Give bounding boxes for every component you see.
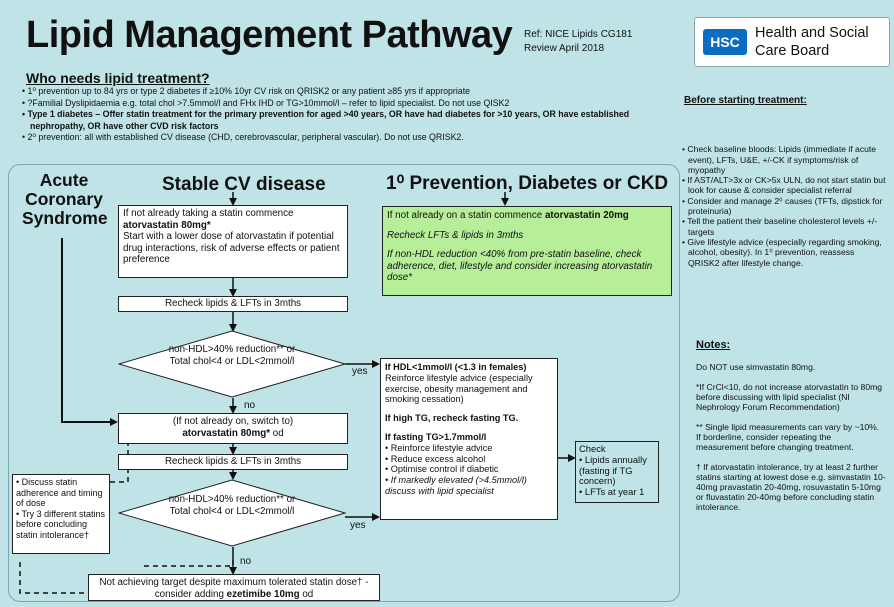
fasting-tg-item: • Reduce excess alcohol bbox=[385, 453, 486, 464]
adherence-item: • Try 3 different statins before conclud… bbox=[16, 508, 106, 540]
who-item: • Type 1 diabetes – Offer statin treatme… bbox=[22, 109, 630, 131]
before-treatment-panel: Before starting treatment: • Check basel… bbox=[682, 95, 888, 268]
ref-line-1: Ref: NICE Lipids CG181 bbox=[524, 29, 633, 40]
statin-start-note: Start with a lower dose of atorvastatin … bbox=[123, 231, 340, 266]
notes-heading: Notes: bbox=[696, 339, 731, 351]
acs-heading: Acute Coronary Syndrome bbox=[22, 170, 108, 228]
check-item: • Lipids annually (fasting if TG concern… bbox=[579, 453, 647, 487]
hsc-logo-badge: HSC bbox=[703, 29, 747, 55]
fasting-tg-item: • If markedly elevated (>4.5mmol/l) disc… bbox=[385, 475, 527, 496]
fasting-tg-heading: If fasting TG>1.7mmol/l bbox=[385, 431, 487, 442]
green-text-1: If not already on a statin commence bbox=[387, 210, 543, 221]
tg-heading: If high TG, recheck fasting TG. bbox=[385, 413, 519, 424]
reference: Ref: NICE Lipids CG181 Review April 2018 bbox=[524, 28, 632, 56]
ezetimibe-text: Not achieving target despite maximum tol… bbox=[99, 577, 369, 600]
prevention-heading: 1⁰ Prevention, Diabetes or CKD bbox=[386, 173, 669, 194]
decision-diamond-2 bbox=[118, 479, 346, 547]
logo-line-2: Care Board bbox=[755, 43, 830, 59]
green-text-3: If non-HDL reduction <40% from pre-stati… bbox=[387, 249, 653, 284]
before-item: • Check baseline bloods: Lipids (immedia… bbox=[682, 144, 877, 175]
statin-start-box: If not already taking a statin commence … bbox=[118, 205, 348, 278]
before-item: • Give lifestyle advice (especially rega… bbox=[682, 236, 882, 268]
check-item: • LFTs at year 1 bbox=[579, 486, 645, 498]
check-heading: Check bbox=[579, 443, 606, 454]
before-item: • Consider and manage 2⁰ causes (TFTs, d… bbox=[682, 195, 883, 217]
ref-line-2: Review April 2018 bbox=[524, 43, 605, 54]
who-list: • 1⁰ prevention up to 84 yrs or type 2 d… bbox=[22, 86, 662, 144]
before-item: • If AST/ALT>3x or CK>5x ULN, do not sta… bbox=[682, 175, 886, 196]
adherence-box: • Discuss statin adherence and timing of… bbox=[12, 474, 110, 554]
statin-start-text: If not already taking a statin commence bbox=[123, 208, 294, 219]
who-item: • ?Familial Dyslipidaemia e.g. total cho… bbox=[22, 97, 510, 108]
hdl-tg-box: If HDL<1mmol/l (<1.3 in females) Reinfor… bbox=[380, 358, 558, 520]
stable-heading: Stable CV disease bbox=[162, 174, 326, 195]
recheck-box-1: Recheck lipids & LFTs in 3mths bbox=[118, 296, 348, 312]
hsc-logo-text: Health and Social Care Board bbox=[755, 24, 869, 60]
hsc-logo: HSC Health and Social Care Board bbox=[694, 17, 890, 67]
flow-panel bbox=[8, 164, 680, 602]
hdl-text: Reinforce lifestyle advice (especially e… bbox=[385, 372, 533, 405]
note-item: † If atorvastatin intolerance, try at le… bbox=[696, 462, 886, 512]
switch-text: (If not already on, switch to) bbox=[172, 416, 294, 427]
ezetimibe-box: Not achieving target despite maximum tol… bbox=[88, 574, 380, 601]
switch-drug: atorvastatin 80mg* bbox=[182, 427, 271, 439]
notes-panel: Notes: Do NOT use simvastatin 80mg. *If … bbox=[696, 340, 886, 522]
fasting-tg-item: • Reinforce lifestyle advice bbox=[385, 442, 493, 453]
adherence-item: • Discuss statin adherence and timing of… bbox=[16, 477, 103, 509]
who-heading: Who needs lipid treatment? bbox=[26, 70, 210, 86]
before-list: • Check baseline bloods: Lipids (immedia… bbox=[682, 144, 888, 268]
yes-label-2: yes bbox=[350, 520, 366, 531]
note-item: Do NOT use simvastatin 80mg. bbox=[696, 362, 816, 372]
note-item: *If CrCl<10, do not increase atorvastati… bbox=[696, 382, 883, 412]
switch-dose: od bbox=[272, 427, 284, 439]
green-text-2: Recheck LFTs & lipids in 3mths bbox=[387, 229, 524, 241]
page-title: Lipid Management Pathway bbox=[26, 14, 513, 56]
ezetimibe-drug: ezetimibe 10mg bbox=[226, 588, 300, 600]
primary-prevention-box: If not already on a statin commence ator… bbox=[382, 206, 672, 296]
logo-line-1: Health and Social bbox=[755, 25, 869, 41]
note-item: ** Single lipid measurements can vary by… bbox=[696, 422, 880, 452]
check-box: Check • Lipids annually (fasting if TG c… bbox=[575, 441, 659, 503]
decision-diamond-1 bbox=[118, 330, 346, 398]
no-label-2: no bbox=[240, 556, 252, 567]
yes-label-1: yes bbox=[352, 366, 368, 377]
no-label-1: no bbox=[244, 400, 256, 411]
decision-text-1: non-HDL>40% reduction** or Total chol<4 … bbox=[168, 344, 296, 367]
who-item: • 2⁰ prevention: all with established CV… bbox=[22, 132, 464, 142]
green-drug: atorvastatin 20mg bbox=[544, 210, 629, 221]
ezetimibe-dose: od bbox=[302, 588, 314, 600]
fasting-tg-item: • Optimise control if diabetic bbox=[385, 464, 499, 475]
before-heading: Before starting treatment: bbox=[684, 95, 807, 106]
switch-box: (If not already on, switch to) atorvasta… bbox=[118, 413, 348, 444]
before-item: • Tell the patient their baseline choles… bbox=[682, 216, 878, 237]
statin-start-drug: atorvastatin 80mg* bbox=[123, 219, 211, 231]
who-item: • 1⁰ prevention up to 84 yrs or type 2 d… bbox=[22, 86, 471, 96]
recheck-box-2: Recheck lipids & LFTs in 3mths bbox=[118, 454, 348, 470]
hdl-heading: If HDL<1mmol/l (<1.3 in females) bbox=[385, 362, 527, 372]
decision-text-2: non-HDL>40% reduction** or Total chol<4 … bbox=[168, 494, 296, 517]
